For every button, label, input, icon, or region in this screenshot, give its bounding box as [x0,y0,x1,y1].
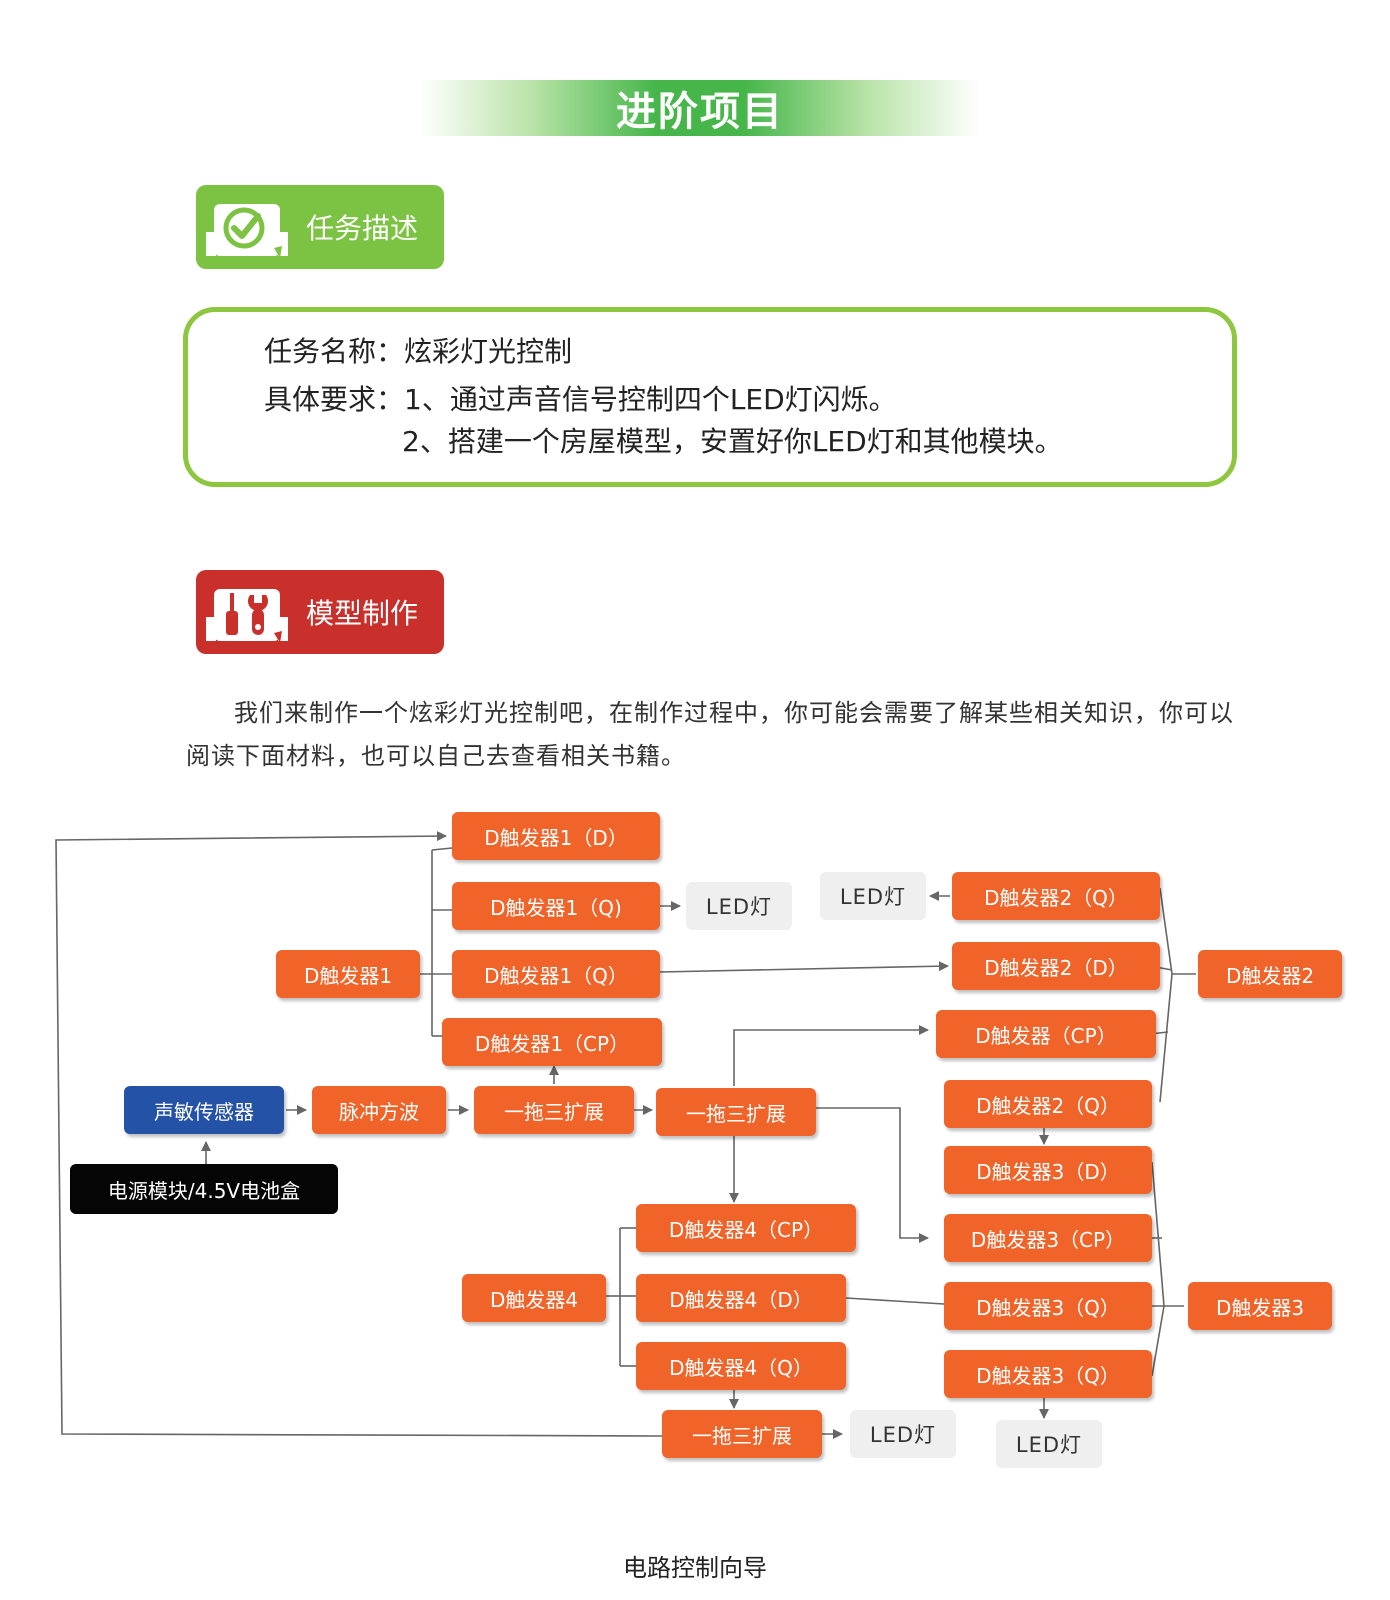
intro-paragraph: 我们来制作一个炫彩灯光控制吧，在制作过程中，你可能会需要了解某些相关知识，你可以… [186,699,1234,770]
node-splitter-3: 一拖三扩展 [662,1410,822,1458]
node-d4-q: D触发器4（Q） [636,1342,846,1390]
node-splitter-2: 一拖三扩展 [656,1088,816,1136]
node-d2-d: D触发器2（D） [952,942,1160,990]
task-requirement-2: 2、搭建一个房屋模型，安置好你LED灯和其他模块。 [402,425,1063,458]
node-d3-cp: D触发器3（CP） [944,1214,1152,1262]
node-led-3: LED灯 [850,1410,956,1458]
node-power-module: 电源模块/4.5V电池盒 [70,1164,338,1214]
node-d1-q-lower: D触发器1（Q） [452,950,660,998]
node-d1-cp: D触发器1（CP） [442,1018,662,1066]
model-making-badge: 模型制作 [196,570,444,654]
node-d-cp: D触发器（CP） [936,1010,1156,1058]
node-sound-sensor: 声敏传感器 [124,1086,284,1134]
task-description-badge: 任务描述 [196,185,444,269]
task-requirement-label: 具体要求： [264,383,405,416]
circuit-diagram: D触发器1（D） D触发器1（Q) LED灯 LED灯 D触发器2（Q） D触发… [0,800,1390,1520]
task-name-line: 任务名称：炫彩灯光控制 [264,330,572,370]
diagram-caption: 电路控制向导 [623,1554,767,1582]
node-d2: D触发器2 [1198,950,1342,998]
task-name-label: 任务名称： [264,335,405,368]
node-d1-q-upper: D触发器1（Q) [452,882,660,930]
node-led-4: LED灯 [996,1420,1102,1468]
node-d2-q-lower: D触发器2（Q） [944,1080,1152,1128]
node-d4-d: D触发器4（D） [636,1274,846,1322]
node-led-2: LED灯 [820,872,926,920]
task-name-value: 炫彩灯光控制 [404,335,573,368]
task-requirement-1: 1、通过声音信号控制四个LED灯闪烁。 [404,383,897,416]
node-d4-cp: D触发器4（CP） [636,1204,856,1252]
node-d3-q-lower: D触发器3（Q） [944,1350,1152,1398]
node-d3-d: D触发器3（D） [944,1146,1152,1194]
node-d1: D触发器1 [276,950,420,998]
model-making-label: 模型制作 [306,597,419,630]
node-d4: D触发器4 [462,1274,606,1322]
task-description-label: 任务描述 [306,212,419,245]
node-d3-q-upper: D触发器3（Q） [944,1282,1152,1330]
node-pulse-square-wave: 脉冲方波 [312,1086,446,1134]
banner-title: 进阶项目 [616,89,784,135]
node-d1-d: D触发器1（D） [452,812,660,860]
node-splitter-1: 一拖三扩展 [474,1086,634,1134]
node-d3: D触发器3 [1188,1282,1332,1330]
connector-lines [55,831,1196,1439]
node-d2-q-upper: D触发器2（Q） [952,872,1160,920]
node-led-1: LED灯 [686,882,792,930]
check-clipboard-icon [206,204,288,258]
task-requirement-line: 具体要求：1、通过声音信号控制四个LED灯闪烁。 [264,378,897,418]
task-box: 任务名称：炫彩灯光控制 具体要求：1、通过声音信号控制四个LED灯闪烁。 2、搭… [183,307,1237,487]
section-banner: 进阶项目 [420,80,980,136]
tools-icon [206,589,288,643]
